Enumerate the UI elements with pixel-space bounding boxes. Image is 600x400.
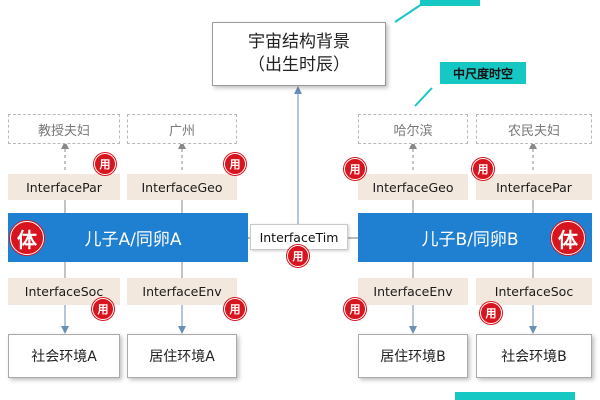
- bottom-box-right-1: 居住环境B: [358, 334, 468, 378]
- bottom-box-left-2: 居住环境A: [127, 334, 237, 378]
- use-badge-left-lower-1: 用: [92, 298, 114, 320]
- use-badge-right-lower-1: 用: [344, 298, 366, 320]
- son-a-label: 儿子A/同卵A: [84, 230, 182, 250]
- iface-right-lower-2: InterfaceSoc: [476, 278, 592, 305]
- use-badge-right-upper-2: 用: [472, 158, 494, 180]
- origin-box-right-2: 农民夫妇: [476, 114, 592, 144]
- teal-shape-top: [420, 0, 480, 6]
- use-badge-right-upper-1: 用: [344, 158, 366, 180]
- use-badge-left-upper-1: 用: [94, 153, 116, 175]
- iface-left-lower-2: InterfaceEnv: [127, 278, 237, 305]
- use-badge-left-lower-2: 用: [224, 298, 246, 320]
- origin-box-right-1: 哈尔滨: [358, 114, 468, 144]
- origin-box-left-2: 广州: [127, 114, 237, 144]
- note-pointer: [414, 87, 433, 107]
- top-box-line1: 宇宙结构背景: [248, 32, 350, 53]
- teal-shape-bottom: [455, 392, 575, 400]
- iface-left-upper-2: InterfaceGeo: [127, 174, 237, 200]
- iface-right-upper-2: InterfacePar: [476, 174, 592, 200]
- top-box-line2: （出生时辰）: [248, 55, 350, 75]
- universe-background-box: 宇宙结构背景 （出生时辰）: [212, 22, 386, 86]
- bottom-box-left-1: 社会环境A: [8, 334, 120, 378]
- use-badge-left-upper-2: 用: [224, 153, 246, 175]
- iface-right-upper-1: InterfaceGeo: [358, 174, 468, 200]
- body-badge-left: 体: [10, 221, 44, 255]
- origin-box-left-1: 教授夫妇: [8, 114, 120, 144]
- son-a-band: 儿子A/同卵A: [8, 213, 248, 262]
- son-b-label: 儿子B/同卵B: [421, 230, 519, 250]
- bottom-box-right-2: 社会环境B: [476, 334, 592, 378]
- use-badge-right-lower-2: 用: [480, 302, 502, 324]
- mesoscale-note: 中尺度时空: [440, 62, 526, 84]
- body-badge-right: 体: [551, 221, 585, 255]
- use-badge-center: 用: [287, 245, 309, 267]
- iface-right-lower-1: InterfaceEnv: [358, 278, 468, 305]
- iface-left-upper-1: InterfacePar: [8, 174, 120, 200]
